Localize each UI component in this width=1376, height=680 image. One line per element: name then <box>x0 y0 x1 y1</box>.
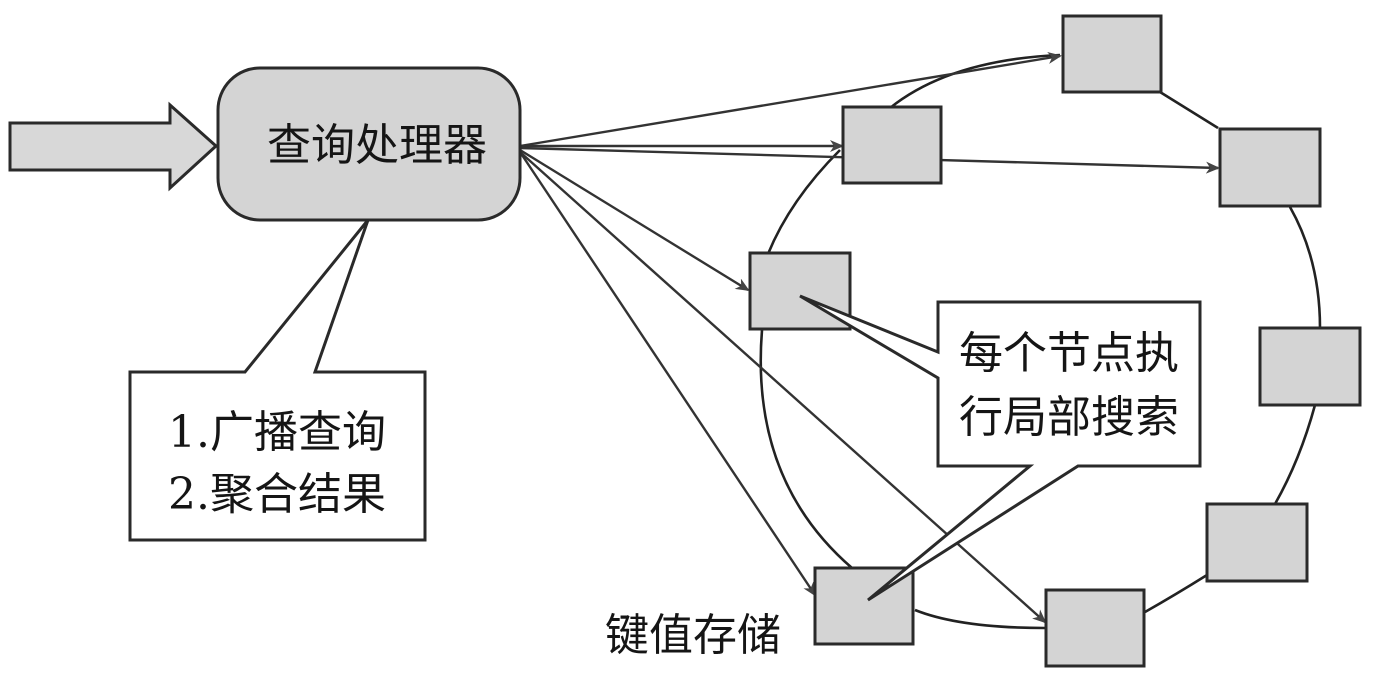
callout-line-2: 2.聚合结果 <box>168 469 386 520</box>
ring-node-n1[interactable] <box>1061 14 1163 94</box>
callout-line-1: 1.广播查询 <box>168 407 386 458</box>
kv-store-label: 键值存储 <box>605 610 781 661</box>
query-processor-label: 查询处理器 <box>267 120 487 171</box>
query-processor[interactable]: 查询处理器 <box>216 66 522 222</box>
input-arrow <box>8 101 219 192</box>
node-callout: 每个节点执 行局部搜索 <box>799 294 1202 602</box>
edge-to-n4 <box>519 148 750 292</box>
processor-callout: 1.广播查询 2.聚合结果 <box>128 219 427 542</box>
ring-arc-n3-n6 <box>1288 206 1322 329</box>
edge-to-n1 <box>519 52 1062 148</box>
ring-node-n3[interactable] <box>1218 127 1322 208</box>
ring-arc-n5-n8 <box>914 608 1046 630</box>
ring-node-n7[interactable] <box>1205 502 1309 583</box>
ring-arc-n2-n1 <box>889 53 1061 110</box>
ring-node-n2[interactable] <box>841 105 943 185</box>
node-callout-line-1: 每个节点执 <box>959 328 1179 379</box>
ring-node-n6[interactable] <box>1258 326 1362 407</box>
edge-to-n5 <box>519 151 817 597</box>
ring-node-n8[interactable] <box>1044 588 1146 668</box>
ring-arc-n7-n8 <box>1144 573 1208 614</box>
ring-arc-n1-n3 <box>1159 90 1219 130</box>
ring-arc-n6-n7 <box>1273 404 1317 505</box>
node-callout-line-2: 行局部搜索 <box>959 392 1179 443</box>
ring-arc-n2-n4 <box>766 149 841 255</box>
